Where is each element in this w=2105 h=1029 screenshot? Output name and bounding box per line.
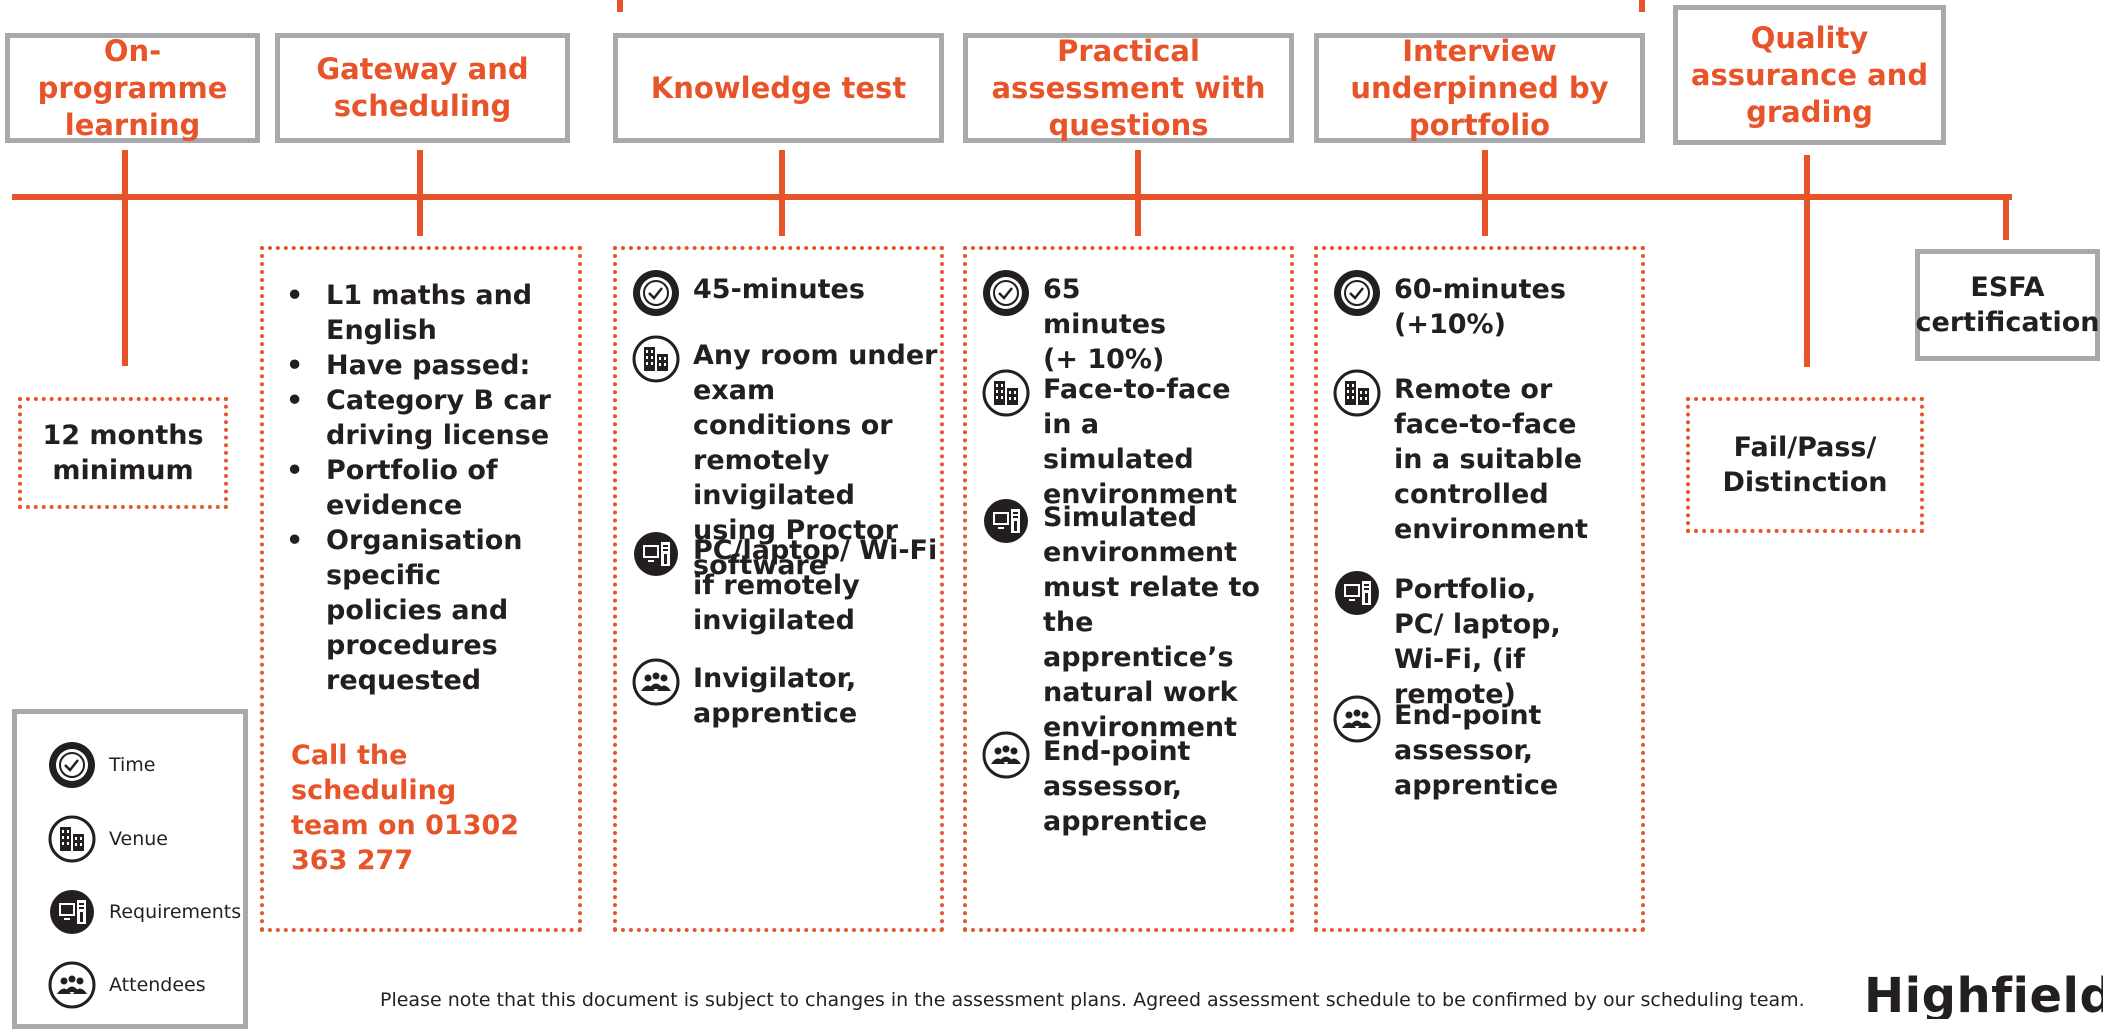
icon-legend: Time Venue Requirements Attendees [12, 709, 248, 1029]
stage-interview: Interview underpinned by portfolio [1314, 33, 1645, 143]
connector-knowledge [779, 150, 785, 236]
interview-time-text: 60-minutes (+10%) [1394, 274, 1566, 340]
gateway-bullet: Category B car driving license [264, 383, 564, 453]
grading-text: Fail/Pass/ Distinction [1722, 432, 1888, 498]
esfa-certification-box: ESFA certification [1915, 249, 2100, 361]
knowledge-attendees-item: Invigilator, apprentice [631, 661, 933, 731]
esfa-text: ESFA certification [1915, 272, 2100, 338]
connector-on-programme [122, 150, 128, 366]
legend-attendees: Attendees [47, 960, 206, 1010]
knowledge-requirements-text: PC/laptop/ Wi-Fi if remotely invigilated [693, 535, 938, 636]
practical-attendees-item: End-point assessor, apprentice [981, 734, 1213, 839]
gateway-bullet-list: L1 maths and English Have passed: Catego… [264, 278, 564, 698]
legend-requirements-label: Requirements [109, 901, 242, 923]
legend-venue-label: Venue [109, 828, 168, 850]
stage-title: Practical assessment with questions [991, 33, 1266, 142]
interview-time-item: 60-minutes (+10%) [1332, 272, 1569, 342]
people-icon [981, 730, 1031, 780]
stage-title: Knowledge test [650, 70, 907, 105]
practical-requirements-item: Simulated environment must relate to the… [981, 500, 1273, 745]
clock-icon [1332, 268, 1382, 318]
building-icon [47, 814, 97, 864]
knowledge-time-item: 45-minutes [631, 272, 933, 318]
highfield-logo: Highfield [1858, 973, 2103, 1019]
people-icon [631, 657, 681, 707]
stage-knowledge-test: Knowledge test [613, 33, 944, 143]
practical-venue-text: Face-to-face in a simulated environment [1043, 374, 1238, 510]
timeline-bracket-right [1639, 0, 1645, 12]
stage-title: On-programme learning [37, 33, 228, 142]
stage-title: Interview underpinned by portfolio [1350, 33, 1609, 142]
legend-attendees-label: Attendees [109, 974, 206, 996]
gateway-bullet: Organisation specific policies and proce… [264, 523, 564, 698]
gateway-bullet: Have passed: [264, 348, 564, 383]
knowledge-time-text: 45-minutes [693, 274, 865, 305]
practical-requirements-text: Simulated environment must relate to the… [1043, 502, 1260, 743]
interview-attendees-text: End-point assessor, apprentice [1394, 700, 1559, 801]
building-icon [631, 334, 681, 384]
gateway-bullet: Portfolio of evidence [264, 453, 564, 523]
duration-box: 12 months minimum [18, 397, 228, 509]
legend-requirements: Requirements [47, 887, 241, 937]
timeline-bracket-left [617, 0, 623, 12]
people-icon [47, 960, 97, 1010]
knowledge-venue-item: Any room under exam conditions or remote… [631, 338, 938, 583]
stage-practical-assessment: Practical assessment with questions [963, 33, 1294, 143]
interview-attendees-item: End-point assessor, apprentice [1332, 698, 1564, 803]
interview-venue-item: Remote or face-to-face in a suitable con… [1332, 372, 1594, 547]
footnote: Please note that this document is subjec… [380, 989, 1805, 1011]
stage-title: Quality assurance and grading [1690, 20, 1929, 129]
computer-icon [981, 496, 1031, 546]
clock-icon [981, 268, 1031, 318]
computer-icon [631, 529, 681, 579]
highfield-logo-text: Highfield [1864, 973, 2103, 1019]
computer-icon [47, 887, 97, 937]
practical-time-item: 65 minutes (+ 10%) [981, 272, 1203, 377]
legend-time: Time [47, 740, 156, 790]
legend-time-label: Time [109, 754, 156, 776]
gateway-requirements-box: L1 maths and English Have passed: Catego… [260, 246, 582, 932]
legend-venue: Venue [47, 814, 168, 864]
knowledge-attendees-text: Invigilator, apprentice [693, 663, 858, 729]
knowledge-test-details-box: 45-minutes Any room under exam condition… [613, 246, 944, 932]
call-scheduling-text: Call the scheduling team on 01302 363 27… [291, 740, 520, 876]
stage-title: Gateway and scheduling [316, 52, 529, 123]
practical-attendees-text: End-point assessor, apprentice [1043, 736, 1208, 837]
stage-quality-assurance: Quality assurance and grading [1673, 5, 1946, 145]
connector-gateway [417, 150, 423, 236]
knowledge-venue-text: Any room under exam conditions or remote… [693, 340, 938, 581]
interview-details-box: 60-minutes (+10%) Remote or face-to-face… [1314, 246, 1645, 932]
practical-time-text: 65 minutes (+ 10%) [1043, 274, 1167, 375]
interview-requirements-text: Portfolio, PC/ laptop, Wi-Fi, (if remote… [1394, 574, 1561, 710]
connector-practical [1135, 150, 1141, 236]
people-icon [1332, 694, 1382, 744]
stage-gateway-and-scheduling: Gateway and scheduling [275, 33, 570, 143]
knowledge-requirements-item: PC/laptop/ Wi-Fi if remotely invigilated [631, 533, 938, 638]
connector-interview [1482, 150, 1488, 236]
interview-requirements-item: Portfolio, PC/ laptop, Wi-Fi, (if remote… [1332, 572, 1594, 712]
building-icon [981, 368, 1031, 418]
building-icon [1332, 368, 1382, 418]
timeline-main-line [12, 194, 2012, 200]
clock-icon [631, 268, 681, 318]
computer-icon [1332, 568, 1382, 618]
gateway-bullet: L1 maths and English [264, 278, 564, 348]
practical-venue-item: Face-to-face in a simulated environment [981, 372, 1243, 512]
interview-venue-text: Remote or face-to-face in a suitable con… [1394, 374, 1589, 545]
duration-text: 12 months minimum [42, 420, 204, 486]
grading-box: Fail/Pass/ Distinction [1686, 397, 1924, 533]
practical-details-box: 65 minutes (+ 10%) Face-to-face in a sim… [963, 246, 1294, 932]
clock-icon [47, 740, 97, 790]
connector-quality [1804, 155, 1810, 367]
timeline-end-tick [2003, 194, 2009, 240]
stage-on-programme-learning: On-programme learning [5, 33, 260, 143]
